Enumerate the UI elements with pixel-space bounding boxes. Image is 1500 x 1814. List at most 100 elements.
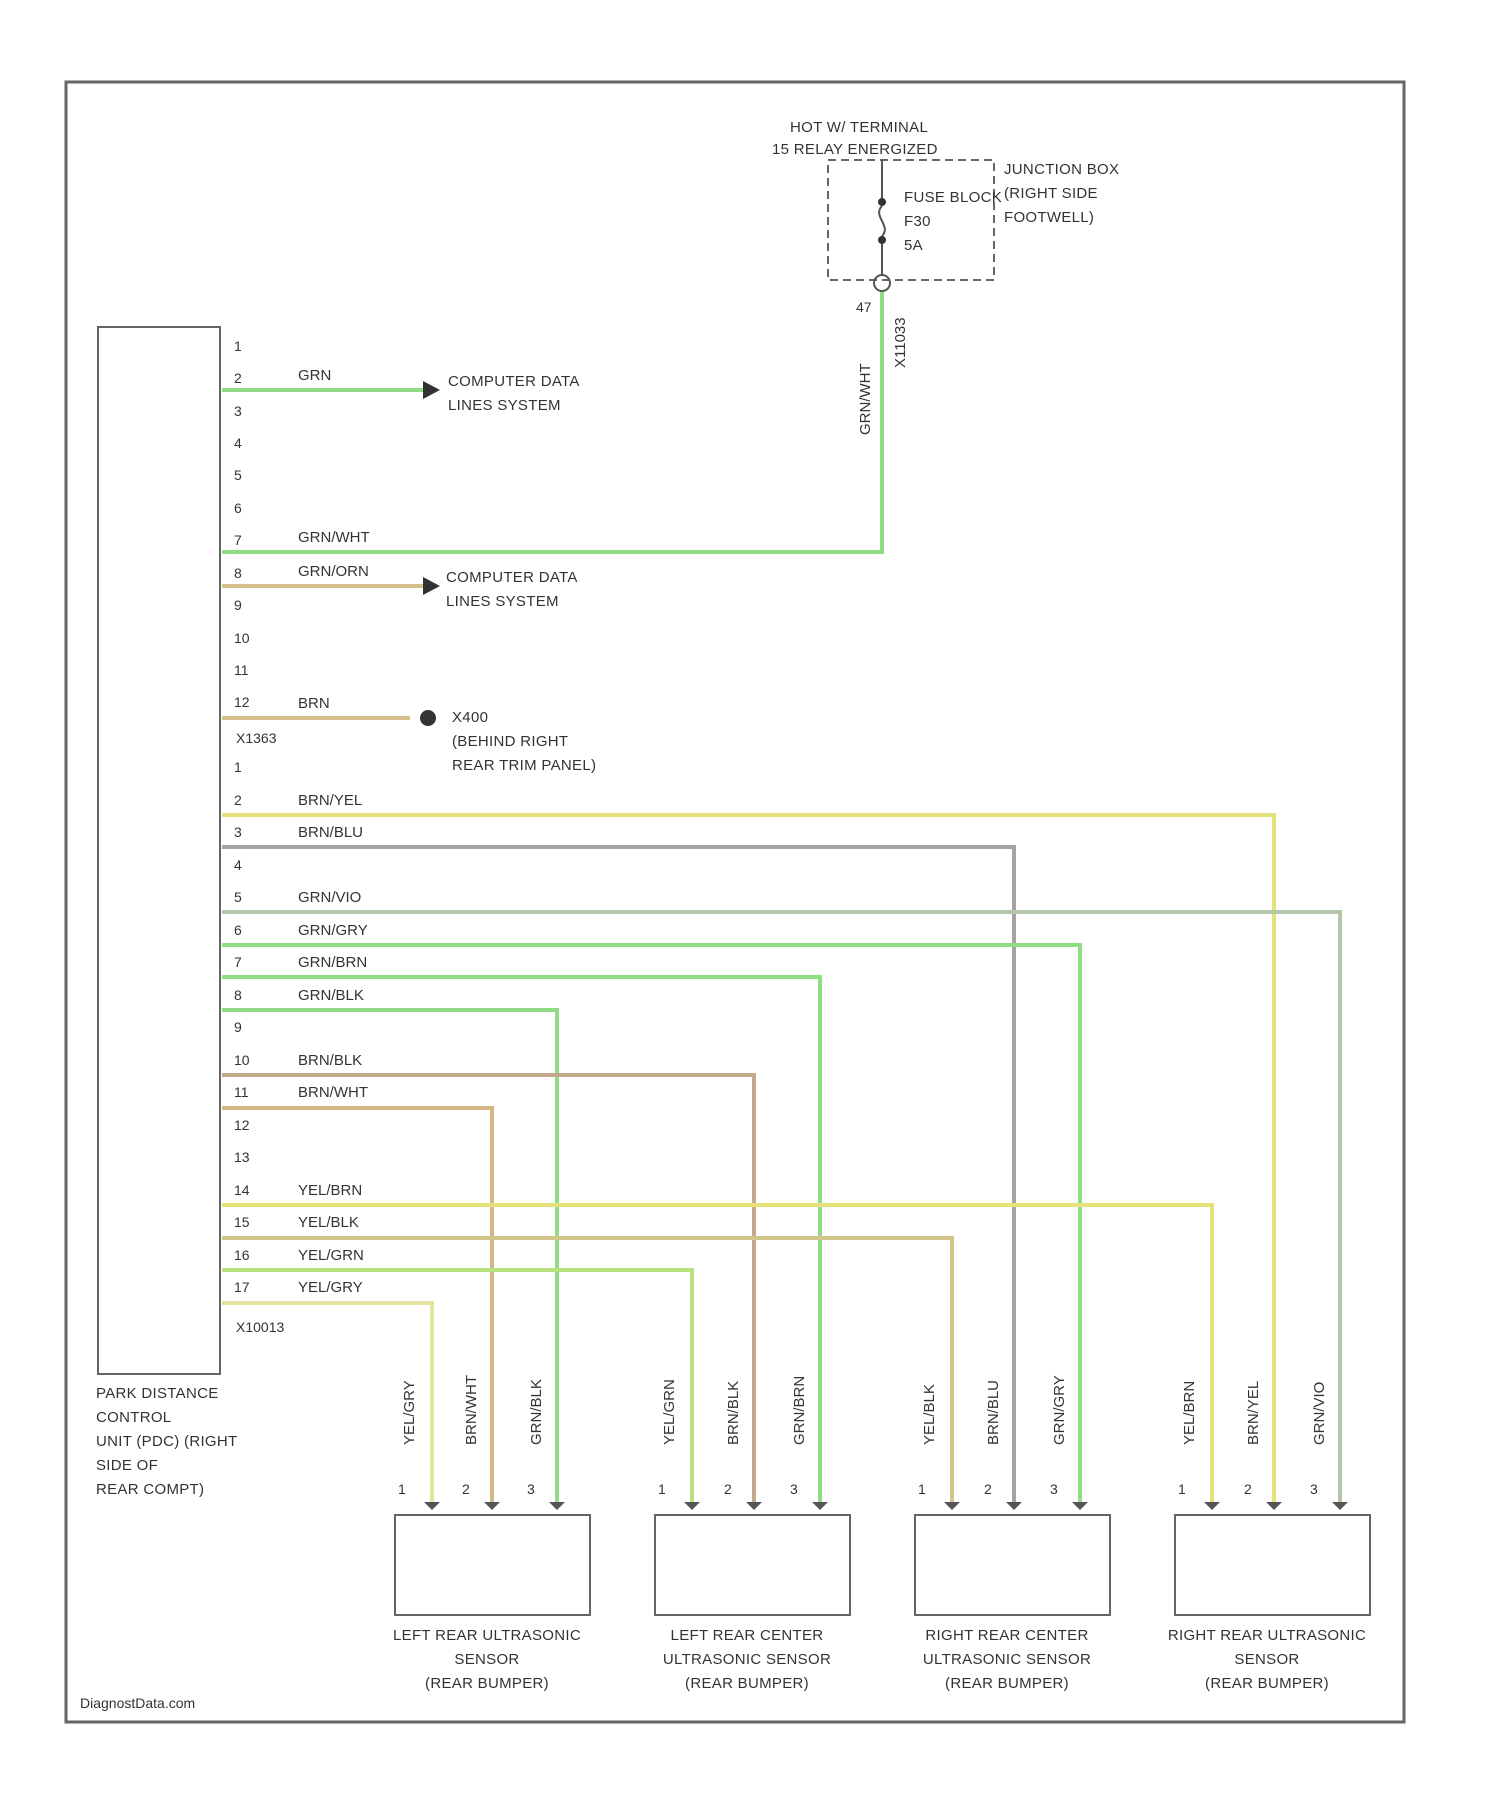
pdc-unit-box bbox=[98, 327, 220, 1374]
pdc-label-line5: REAR COMPT) bbox=[96, 1481, 204, 1498]
wire-b8-label: GRN/BLK bbox=[298, 987, 364, 1004]
sensor2-label-line2: ULTRASONIC SENSOR bbox=[663, 1651, 831, 1668]
cds1-label-line1: COMPUTER DATA bbox=[448, 373, 580, 390]
sensor1-wire1-label: YEL/GRY bbox=[401, 1380, 418, 1445]
sensor1-pin1-arrow bbox=[424, 1502, 440, 1510]
pin-a-1: 1 bbox=[234, 338, 242, 354]
pin-b-4: 4 bbox=[234, 857, 242, 873]
fuse-icon bbox=[879, 206, 885, 236]
pin-a-4: 4 bbox=[234, 435, 242, 451]
sensor3-wire2-label: BRN/BLU bbox=[985, 1380, 1002, 1445]
wire-b3-label: BRN/BLU bbox=[298, 824, 363, 841]
sensor4-pin2-arrow bbox=[1266, 1502, 1282, 1510]
watermark: DiagnostData.com bbox=[80, 1695, 195, 1711]
pin-b-3: 3 bbox=[234, 824, 242, 840]
cds1-label-line2: LINES SYSTEM bbox=[448, 397, 561, 414]
wire-b7-label: GRN/BRN bbox=[298, 954, 367, 971]
wire-a7-label: GRN/WHT bbox=[298, 529, 370, 546]
wire-b5-label: GRN/VIO bbox=[298, 889, 361, 906]
pin-a-3: 3 bbox=[234, 403, 242, 419]
sensor3-label-line2: ULTRASONIC SENSOR bbox=[923, 1651, 1091, 1668]
pin-a-7: 7 bbox=[234, 532, 242, 548]
wire-b14-yel-brn bbox=[222, 1205, 1212, 1505]
wire-a2-label: GRN bbox=[298, 367, 331, 384]
pin-b-17: 17 bbox=[234, 1279, 250, 1295]
hot-label-line1: HOT W/ TERMINAL bbox=[790, 119, 928, 136]
pin-b-13: 13 bbox=[234, 1149, 250, 1165]
sensor3-pin3: 3 bbox=[1050, 1481, 1058, 1497]
pdc-label-line3: UNIT (PDC) (RIGHT bbox=[96, 1433, 237, 1450]
pdc-label-line1: PARK DISTANCE bbox=[96, 1385, 219, 1402]
wire-b14-label: YEL/BRN bbox=[298, 1182, 362, 1199]
sensor3-pin2: 2 bbox=[984, 1481, 992, 1497]
pins-connector-b: 1 2 3 4 5 6 7 8 9 10 11 12 13 14 15 16 1… bbox=[234, 759, 250, 1295]
sensor4-label-line2: SENSOR bbox=[1234, 1651, 1299, 1668]
sensor3-box bbox=[915, 1515, 1110, 1615]
wire-a7-grn-wht bbox=[222, 292, 882, 552]
pin-a-5: 5 bbox=[234, 467, 242, 483]
ground-label-line1: X400 bbox=[452, 709, 488, 726]
sensor4-wire3-label: GRN/VIO bbox=[1311, 1382, 1328, 1445]
sensor3-wire3-label: GRN/GRY bbox=[1051, 1375, 1068, 1445]
sensor1-wire3-label: GRN/BLK bbox=[528, 1379, 545, 1445]
pdc-connector-b-label: X10013 bbox=[236, 1319, 284, 1335]
sensor1-wire2-label: BRN/WHT bbox=[463, 1375, 480, 1445]
sensor3-pin3-arrow bbox=[1072, 1502, 1088, 1510]
wire-b16-yel-grn bbox=[222, 1270, 692, 1505]
ground-icon bbox=[420, 710, 436, 726]
junction-label-line2: (RIGHT SIDE bbox=[1004, 185, 1098, 202]
pin-b-5: 5 bbox=[234, 889, 242, 905]
sensor1-label-line2: SENSOR bbox=[454, 1651, 519, 1668]
wire-a12-label: BRN bbox=[298, 695, 330, 712]
wire-b15-label: YEL/BLK bbox=[298, 1214, 359, 1231]
sensor2-wire2-label: BRN/BLK bbox=[725, 1381, 742, 1445]
diagram-frame bbox=[66, 82, 1404, 1722]
junction-label-line1: JUNCTION BOX bbox=[1004, 161, 1119, 178]
pin-a-8: 8 bbox=[234, 565, 242, 581]
pin-b-12: 12 bbox=[234, 1117, 250, 1133]
sensor2-label-line1: LEFT REAR CENTER bbox=[671, 1627, 824, 1644]
wire-b11-label: BRN/WHT bbox=[298, 1084, 368, 1101]
pdc-label-line2: CONTROL bbox=[96, 1409, 171, 1426]
sensor3-pin1-arrow bbox=[944, 1502, 960, 1510]
pin-b-15: 15 bbox=[234, 1214, 250, 1230]
pin-b-1: 1 bbox=[234, 759, 242, 775]
fuse-connector-pin bbox=[874, 275, 890, 291]
sensor4-box bbox=[1175, 1515, 1370, 1615]
sensor3-wire1-label: YEL/BLK bbox=[921, 1384, 938, 1445]
sensor2-pin3-arrow bbox=[812, 1502, 828, 1510]
pin-a-12: 12 bbox=[234, 694, 250, 710]
wire-a8-arrow bbox=[423, 577, 440, 595]
sensor3-pin1: 1 bbox=[918, 1481, 926, 1497]
fuse-pin-number: 47 bbox=[856, 299, 872, 315]
wire-b2-brn-yel bbox=[222, 815, 1274, 1505]
fuse-label-line2: F30 bbox=[904, 213, 931, 230]
wire-b8-grn-blk bbox=[222, 1010, 557, 1505]
sensor4-label-line3: (REAR BUMPER) bbox=[1205, 1675, 1329, 1692]
sensor4-wire1-label: YEL/BRN bbox=[1181, 1381, 1198, 1445]
sensor4-pin2: 2 bbox=[1244, 1481, 1252, 1497]
sensor1-label-line1: LEFT REAR ULTRASONIC bbox=[393, 1627, 581, 1644]
pin-b-16: 16 bbox=[234, 1247, 250, 1263]
sensor1-pin1: 1 bbox=[398, 1481, 406, 1497]
sensor1-box bbox=[395, 1515, 590, 1615]
junction-label-line3: FOOTWELL) bbox=[1004, 209, 1094, 226]
pin-b-2: 2 bbox=[234, 792, 242, 808]
sensor4-pin3-arrow bbox=[1332, 1502, 1348, 1510]
wire-b10-label: BRN/BLK bbox=[298, 1052, 362, 1069]
sensor2-pin1: 1 bbox=[658, 1481, 666, 1497]
pin-b-6: 6 bbox=[234, 922, 242, 938]
fuse-label-line3: 5A bbox=[904, 237, 923, 254]
ground-label-line2: (BEHIND RIGHT bbox=[452, 733, 568, 750]
sensor1-label-line3: (REAR BUMPER) bbox=[425, 1675, 549, 1692]
wire-b16-label: YEL/GRN bbox=[298, 1247, 364, 1264]
pin-a-6: 6 bbox=[234, 500, 242, 516]
pins-connector-a: 1 2 3 4 5 6 7 8 9 10 11 12 bbox=[234, 338, 250, 710]
sensor1-pin3-arrow bbox=[549, 1502, 565, 1510]
sensor2-pin1-arrow bbox=[684, 1502, 700, 1510]
sensor1-pin2-arrow bbox=[484, 1502, 500, 1510]
pin-a-2: 2 bbox=[234, 370, 242, 386]
cds2-label-line1: COMPUTER DATA bbox=[446, 569, 578, 586]
sensor4-label-line1: RIGHT REAR ULTRASONIC bbox=[1168, 1627, 1366, 1644]
sensor4-pin3: 3 bbox=[1310, 1481, 1318, 1497]
